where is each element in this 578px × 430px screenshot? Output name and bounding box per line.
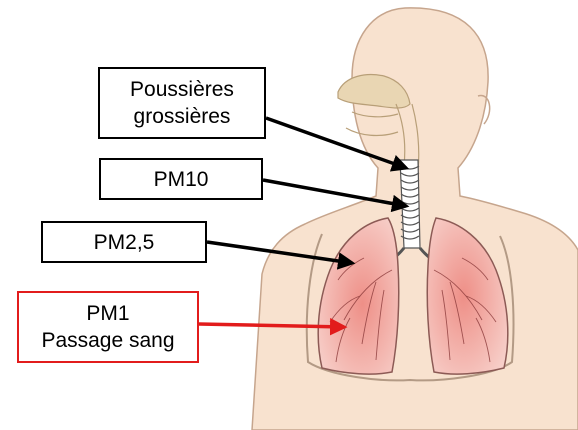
pm1-label: PM1 Passage sang xyxy=(17,291,199,363)
coarse-dust-label-line1: Poussières xyxy=(130,76,234,103)
pm25-label: PM2,5 xyxy=(41,221,207,263)
pm10-label: PM10 xyxy=(99,158,263,200)
pm10-label-text: PM10 xyxy=(154,166,209,193)
pm1-label-line2: Passage sang xyxy=(41,327,174,354)
coarse-dust-label-line2: grossières xyxy=(130,103,234,130)
pm1-label-line1: PM1 xyxy=(41,300,174,327)
coarse-dust-label: Poussières grossières xyxy=(98,67,266,139)
pm25-label-text: PM2,5 xyxy=(94,229,155,256)
